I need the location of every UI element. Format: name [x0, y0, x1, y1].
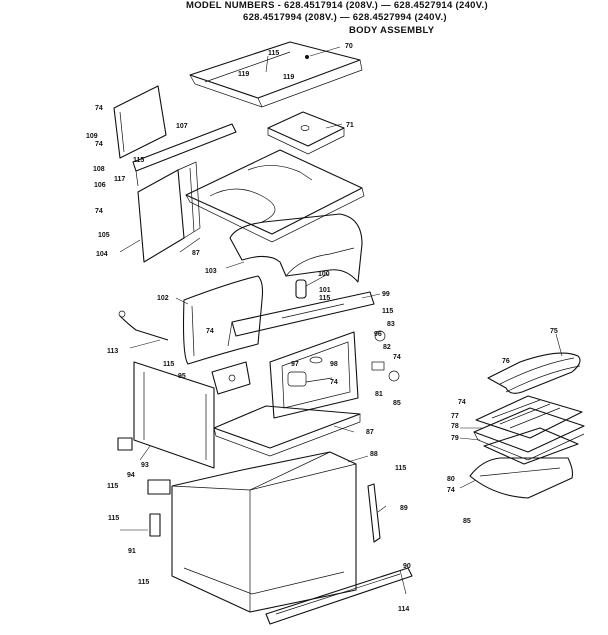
callout-76: 76: [502, 358, 510, 365]
part-small-components: [371, 330, 400, 382]
callout-87: 87: [366, 429, 374, 436]
part-base-strip: [265, 567, 413, 625]
part-broil-element: [487, 352, 581, 394]
callout-74: 74: [393, 354, 401, 361]
callout-74: 74: [458, 399, 466, 406]
callout-labels: 70 115 119 119 71 74 109 74 107 108 115 …: [86, 43, 558, 613]
part-broiler-grid: [475, 395, 583, 439]
callout-115: 115: [382, 308, 393, 315]
part-wire: [118, 310, 169, 341]
callout-100: 100: [318, 271, 330, 278]
callout-103: 103: [205, 268, 217, 275]
callout-74: 74: [447, 487, 455, 494]
callout-97: 97: [291, 361, 299, 368]
body-assembly-title: BODY ASSEMBLY: [349, 25, 435, 36]
callout-98: 98: [330, 361, 338, 368]
callout-74: 74: [95, 208, 103, 215]
callout-119: 119: [283, 74, 294, 81]
part-side-strip: [367, 483, 381, 543]
model-numbers-line-2: 628.4517994 (208V.) — 628.4527994 (240V.…: [243, 12, 447, 23]
part-brackets-lower: [117, 437, 171, 537]
part-back-panel: [133, 361, 215, 469]
part-top-panel: [189, 41, 363, 108]
part-liner-top: [185, 149, 365, 243]
callout-115: 115: [107, 483, 118, 490]
model-numbers-line-1: MODEL NUMBERS - 628.4517914 (208V.) — 62…: [186, 0, 488, 11]
part-oven-rack-lower: [469, 457, 574, 499]
part-side-panel-104: [137, 161, 201, 263]
callout-74: 74: [95, 105, 103, 112]
callout-77: 77: [451, 413, 459, 420]
callout-82: 82: [383, 344, 391, 351]
callout-74: 74: [95, 141, 103, 148]
callout-117: 117: [114, 176, 125, 183]
part-front-frame: [227, 291, 375, 347]
callout-87: 87: [192, 250, 200, 257]
callout-113: 115: [395, 465, 406, 472]
callout-83: 83: [387, 321, 395, 328]
callout-78: 78: [451, 423, 459, 430]
callout-85: 85: [463, 518, 471, 525]
callout-88: 88: [370, 451, 378, 458]
callout-105: 105: [98, 232, 110, 239]
callout-101: 101: [319, 287, 331, 294]
callout-71: 71: [346, 122, 354, 129]
callout-90: 90: [403, 563, 411, 570]
callout-91: 91: [128, 548, 136, 555]
callout-115: 115: [138, 579, 149, 586]
callout-115: 115: [319, 295, 330, 302]
callout-74: 74: [330, 379, 338, 386]
callout-114: 114: [398, 606, 409, 613]
part-lower-cabinet: [171, 451, 357, 613]
part-fitting: [295, 279, 307, 299]
callout-113: 113: [107, 348, 118, 355]
callout-115: 115: [268, 50, 279, 57]
part-side-panel-left: [113, 85, 167, 159]
callout-115: 115: [108, 515, 119, 522]
callout-74: 74: [206, 328, 214, 335]
callout-75: 75: [550, 328, 558, 335]
callout-81: 81: [375, 391, 383, 398]
callout-109: 109: [86, 133, 98, 140]
callout-94: 94: [127, 472, 135, 479]
callout-106: 106: [94, 182, 106, 189]
part-liner-bottom: [213, 405, 361, 457]
callout-79: 79: [451, 435, 459, 442]
part-broiler-pan: [473, 407, 585, 461]
part-side-insulation: [182, 275, 264, 365]
callout-104: 104: [96, 251, 108, 258]
callout-93: 93: [141, 462, 149, 469]
callout-115: 115: [163, 361, 174, 368]
part-door-panel: [269, 331, 359, 419]
callout-119: 119: [238, 71, 249, 78]
callout-85: 85: [393, 400, 401, 407]
part-rail: [132, 123, 237, 187]
callout-99: 99: [382, 291, 390, 298]
callout-107: 107: [176, 123, 188, 130]
callout-80: 80: [447, 476, 455, 483]
callout-95: 95: [178, 373, 186, 380]
callout-96: 96: [374, 331, 382, 338]
part-insulation-wrap: [229, 213, 363, 283]
callout-70: 70: [345, 43, 353, 50]
callout-115: 115: [133, 157, 144, 164]
part-bracket-95: [211, 361, 251, 395]
callout-89: 89: [400, 505, 408, 512]
callout-108: 108: [93, 166, 105, 173]
callout-102: 102: [157, 295, 169, 302]
leader-lines: [119, 46, 563, 595]
part-plate: [267, 111, 345, 155]
